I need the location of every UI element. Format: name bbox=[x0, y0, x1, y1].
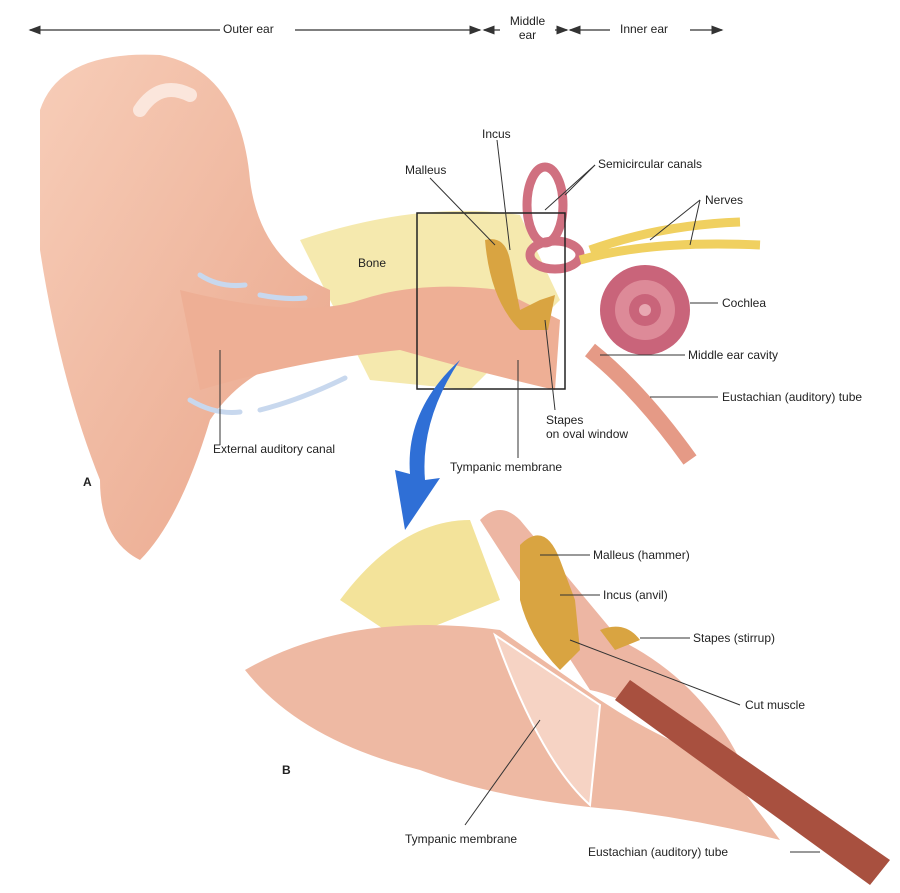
bone-region-b bbox=[340, 520, 500, 640]
label-nerves: Nerves bbox=[705, 193, 744, 207]
label-external-auditory-canal: External auditory canal bbox=[213, 442, 336, 456]
region-middle-ear-line2: ear bbox=[518, 28, 537, 42]
ossicles-b bbox=[520, 535, 640, 670]
label-malleus: Malleus bbox=[405, 163, 447, 177]
panel-b-letter: B bbox=[282, 763, 291, 777]
ossicles-a bbox=[485, 239, 555, 330]
panel-a-letter: A bbox=[83, 475, 92, 489]
label-stapes-line2: on oval window bbox=[546, 427, 629, 441]
cochlea bbox=[600, 265, 690, 355]
region-inner-ear: Inner ear bbox=[620, 22, 669, 36]
label-incus: Incus bbox=[482, 127, 511, 141]
label-stapes-a: Stapes on oval window bbox=[546, 413, 628, 441]
label-cut-muscle: Cut muscle bbox=[745, 698, 806, 712]
label-cochlea: Cochlea bbox=[722, 296, 767, 310]
label-middle-ear-cavity: Middle ear cavity bbox=[688, 348, 779, 362]
external-auditory-canal bbox=[180, 286, 560, 390]
label-tympanic-membrane-a: Tympanic membrane bbox=[450, 460, 563, 474]
zoom-arrow bbox=[395, 360, 460, 530]
semicircular-canals bbox=[522, 162, 585, 274]
zoom-box bbox=[416, 212, 566, 390]
cut-muscle bbox=[615, 680, 890, 885]
canal-b bbox=[245, 625, 780, 840]
region-middle-ear: Middle ear bbox=[500, 14, 555, 42]
label-tympanic-membrane-b: Tympanic membrane bbox=[405, 832, 518, 846]
label-stapes-stirrup: Stapes (stirrup) bbox=[693, 631, 776, 645]
leader-lines bbox=[219, 139, 820, 853]
region-outer-ear: Outer ear bbox=[223, 22, 274, 36]
label-semicircular-canals: Semicircular canals bbox=[598, 157, 703, 171]
eustachian-tube-a bbox=[585, 343, 697, 465]
label-eustachian-tube-b: Eustachian (auditory) tube bbox=[588, 845, 729, 859]
label-stapes-line1: Stapes bbox=[546, 413, 584, 427]
nerves bbox=[578, 217, 761, 265]
region-middle-ear-line1: Middle bbox=[509, 14, 546, 28]
label-bone: Bone bbox=[358, 256, 387, 270]
label-incus-anvil: Incus (anvil) bbox=[603, 588, 668, 602]
label-malleus-hammer: Malleus (hammer) bbox=[593, 548, 690, 562]
tympanic-membrane-b bbox=[493, 632, 602, 808]
label-eustachian-tube-a: Eustachian (auditory) tube bbox=[722, 390, 863, 404]
